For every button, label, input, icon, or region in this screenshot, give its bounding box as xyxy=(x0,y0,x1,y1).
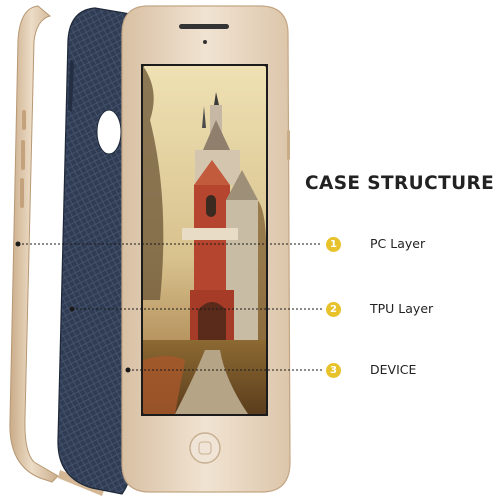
layer-1-label: PC Layer xyxy=(370,236,426,251)
leader-lines xyxy=(15,241,322,373)
device xyxy=(121,5,291,493)
diagram-title: CASE STRUCTURE xyxy=(305,173,495,194)
layer-3-badge: 3 xyxy=(326,363,341,378)
layer-1-badge: 1 xyxy=(326,237,341,252)
layer-3-label: DEVICE xyxy=(370,362,417,377)
layer-2-label: TPU Layer xyxy=(370,301,434,316)
layer-2-badge: 2 xyxy=(326,302,341,317)
